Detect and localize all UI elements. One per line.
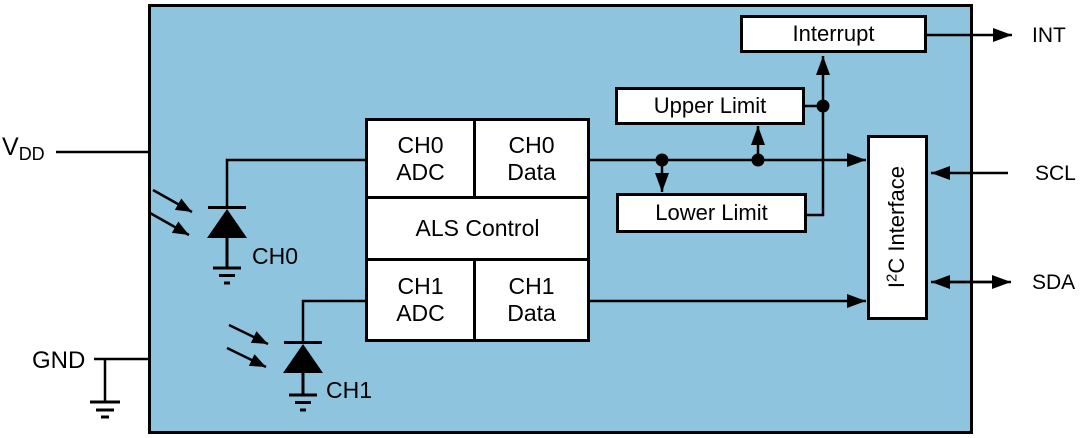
ch0-photodiode-label: CH0 (252, 243, 299, 269)
vdd-pin-label: VDD (2, 133, 45, 165)
ch1-adc-line2: ADC (396, 300, 445, 326)
ch0-data-line1: CH0 (508, 131, 555, 158)
interrupt-block: Interrupt (740, 15, 927, 53)
gnd-pin-label: GND (32, 347, 86, 374)
ch0-adc-line1: CH0 (397, 131, 444, 158)
adc-control-block: CH0 ADC CH0 Data ALS Control CH1 ADC CH1… (365, 118, 590, 342)
scl-pin-label: SCL (1035, 162, 1076, 185)
ch1-data-line2: Data (507, 300, 556, 326)
upper-limit-block: Upper Limit (615, 87, 805, 125)
ch0-adc-line2: ADC (396, 158, 445, 185)
lower-limit-block: Lower Limit (616, 193, 807, 233)
ch1-data-block: CH1 Data (476, 261, 587, 339)
int-pin-label: INT (1032, 24, 1066, 47)
interrupt-label: Interrupt (792, 20, 875, 46)
ch1-adc-block: CH1 ADC (368, 261, 473, 339)
sda-pin-label: SDA (1032, 271, 1076, 294)
upper-limit-label: Upper Limit (653, 92, 767, 118)
als-control-block: ALS Control (368, 199, 587, 258)
i2c-interface-block: I2C Interface (867, 135, 928, 320)
i2c-interface-label: I2C Interface (883, 166, 910, 289)
lower-limit-label: Lower Limit (655, 199, 768, 225)
als-control-label: ALS Control (415, 215, 540, 241)
ch1-data-line1: CH1 (508, 273, 555, 299)
ch0-data-block: CH0 Data (476, 121, 587, 196)
gnd-wire-and-symbol (90, 357, 150, 419)
ch0-adc-block: CH0 ADC (368, 121, 473, 196)
ch1-photodiode-label: CH1 (326, 377, 373, 403)
ch1-adc-line1: CH1 (397, 273, 444, 299)
ch0-data-line2: Data (507, 158, 556, 185)
